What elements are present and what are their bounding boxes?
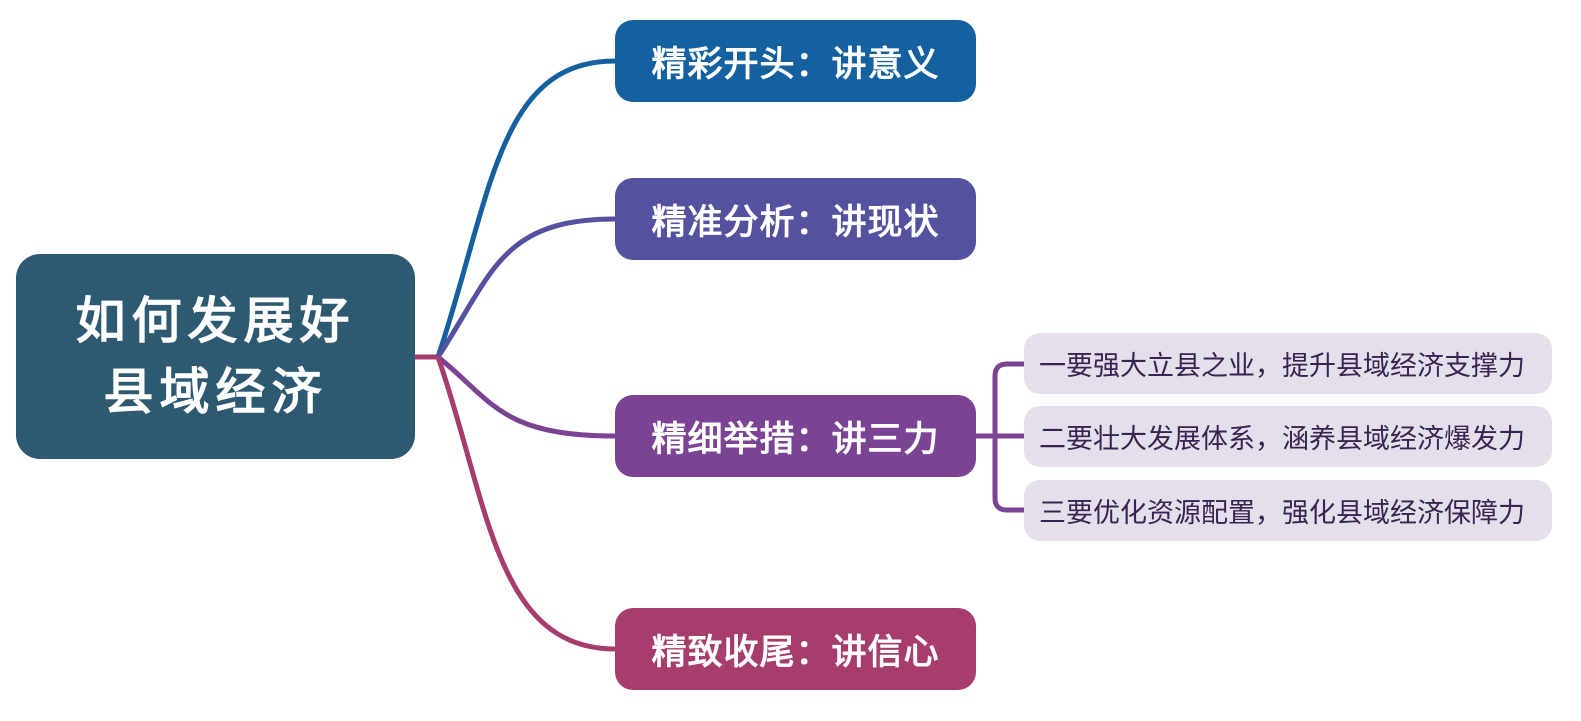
connector-root-to-branch-3 xyxy=(436,355,616,439)
branch-node-measures[interactable]: 精细举措：讲三力 xyxy=(615,395,976,477)
connector-root-to-branch-2 xyxy=(435,216,616,359)
child-node-explosive-power-label: 二要壮大发展体系，涵养县域经济爆发力 xyxy=(1039,424,1525,454)
child-node-guarantee-power[interactable]: 三要优化资源配置，强化县域经济保障力 xyxy=(1024,480,1552,541)
branch-node-measures-label: 精细举措：讲三力 xyxy=(651,419,940,459)
child-node-explosive-power[interactable]: 二要壮大发展体系，涵养县域经济爆发力 xyxy=(1024,406,1552,467)
connector-root-to-branch-4 xyxy=(435,356,616,652)
branch-node-closing-label: 精致收尾：讲信心 xyxy=(651,632,940,672)
branch-node-closing[interactable]: 精致收尾：讲信心 xyxy=(615,608,976,690)
branch-node-analysis[interactable]: 精准分析：讲现状 xyxy=(615,178,976,260)
child-node-guarantee-power-label: 三要优化资源配置，强化县域经济保障力 xyxy=(1039,498,1525,528)
connector-root-to-branch-1 xyxy=(435,58,616,358)
child-node-support-power[interactable]: 一要强大立县之业，提升县域经济支撑力 xyxy=(1024,333,1552,394)
branch-node-opening[interactable]: 精彩开头：讲意义 xyxy=(615,20,976,102)
connector-branch3-to-child-3 xyxy=(992,436,1024,513)
branch-node-opening-label: 精彩开头：讲意义 xyxy=(651,44,940,84)
connector-branch3-to-child-1 xyxy=(992,361,1024,436)
branch-node-analysis-label: 精准分析：讲现状 xyxy=(651,202,940,242)
root-node-label: 如何发展好 县域经济 xyxy=(75,292,356,420)
child-node-support-power-label: 一要强大立县之业，提升县域经济支撑力 xyxy=(1039,351,1525,381)
root-node[interactable]: 如何发展好 县域经济 xyxy=(16,254,415,459)
